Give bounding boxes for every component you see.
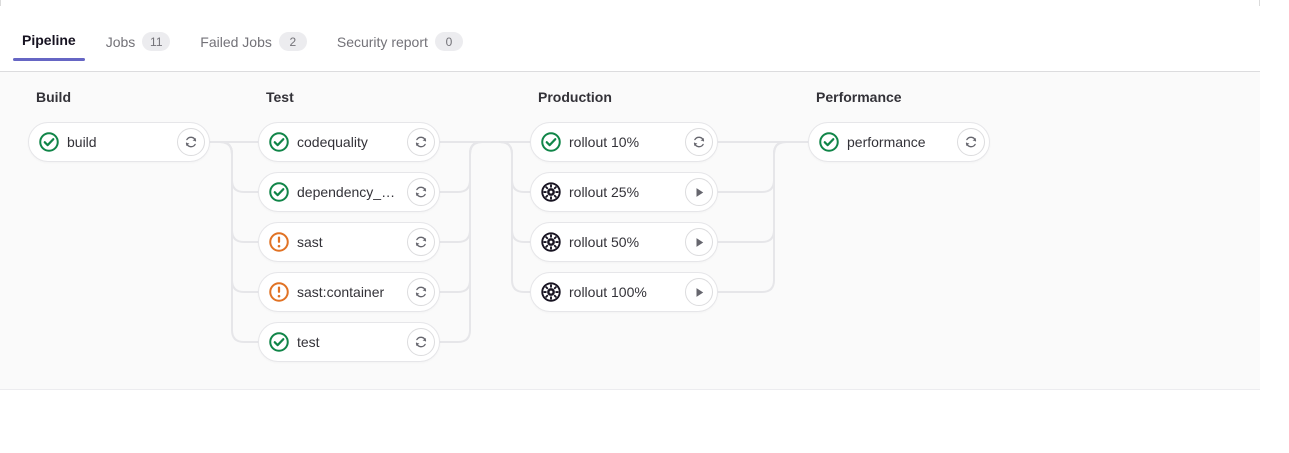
status-manual-icon	[541, 232, 561, 252]
retry-job-button[interactable]	[177, 128, 205, 156]
job-name: build	[67, 134, 97, 150]
tab-badge: 11	[142, 32, 171, 51]
pipeline-job[interactable]: rollout 100%	[530, 272, 718, 312]
play-job-button[interactable]	[685, 278, 713, 306]
pipeline-stage: Test codequality dependency_s…sast sast:con…	[258, 72, 440, 389]
job-name: rollout 25%	[569, 184, 640, 200]
stage-title: Performance	[816, 89, 902, 105]
job-name: sast	[297, 234, 323, 250]
retry-icon	[414, 335, 428, 349]
tab-label: Pipeline	[22, 32, 76, 48]
job-name: sast:container	[297, 284, 385, 300]
retry-icon	[414, 235, 428, 249]
retry-icon	[184, 135, 198, 149]
play-icon	[693, 236, 706, 249]
job-name: rollout 10%	[569, 134, 640, 150]
stage-title: Production	[538, 89, 612, 105]
status-success-icon	[269, 132, 289, 152]
pipeline-connector-lines	[209, 141, 809, 343]
pipeline-graph-panel: Build build Test codequality dependency_s…sa…	[0, 72, 1260, 390]
job-name: test	[297, 334, 320, 350]
status-success-icon	[819, 132, 839, 152]
retry-job-button[interactable]	[407, 178, 435, 206]
retry-icon	[692, 135, 706, 149]
status-success-icon	[269, 332, 289, 352]
status-success-icon	[39, 132, 59, 152]
status-success-icon	[541, 132, 561, 152]
stage-title: Build	[36, 89, 71, 105]
retry-job-button[interactable]	[407, 278, 435, 306]
pipeline-job[interactable]: sast	[258, 222, 440, 262]
pipeline-stage: Build build	[28, 72, 210, 389]
pipeline-job[interactable]: rollout 25%	[530, 172, 718, 212]
tab-failed-jobs[interactable]: Failed Jobs 2	[190, 22, 317, 64]
pipeline-card-top-edge	[0, 0, 1260, 6]
job-name: performance	[847, 134, 926, 150]
tab-security-report[interactable]: Security report 0	[327, 22, 473, 64]
play-icon	[693, 186, 706, 199]
pipeline-job[interactable]: build	[28, 122, 210, 162]
status-warning-icon	[269, 282, 289, 302]
retry-job-button[interactable]	[957, 128, 985, 156]
tab-badge: 2	[278, 32, 307, 51]
job-name: rollout 50%	[569, 234, 640, 250]
play-job-button[interactable]	[685, 228, 713, 256]
tab-jobs[interactable]: Jobs 11	[96, 22, 181, 64]
status-success-icon	[269, 182, 289, 202]
pipeline-stage: Performance performance	[808, 72, 990, 389]
status-manual-icon	[541, 282, 561, 302]
retry-job-button[interactable]	[407, 328, 435, 356]
pipeline-tabs: Pipeline Jobs 11 Failed Jobs 2 Security repor…	[0, 22, 1260, 72]
pipeline-job[interactable]: rollout 50%	[530, 222, 718, 262]
retry-icon	[414, 135, 428, 149]
pipeline-stage: Production rollout 10% rollout 25% rollout …	[530, 72, 718, 389]
pipeline-stages: Build build Test codequality dependency_s…sa…	[0, 72, 1260, 389]
tab-pipeline[interactable]: Pipeline	[12, 22, 86, 61]
retry-icon	[964, 135, 978, 149]
play-job-button[interactable]	[685, 178, 713, 206]
retry-job-button[interactable]	[407, 228, 435, 256]
retry-job-button[interactable]	[407, 128, 435, 156]
tab-label: Failed Jobs	[200, 33, 272, 50]
retry-icon	[414, 185, 428, 199]
retry-icon	[414, 285, 428, 299]
status-manual-icon	[541, 182, 561, 202]
pipeline-job[interactable]: performance	[808, 122, 990, 162]
status-warning-icon	[269, 232, 289, 252]
pipeline-job[interactable]: codequality	[258, 122, 440, 162]
pipeline-job[interactable]: dependency_s…	[258, 172, 440, 212]
pipeline-job[interactable]: test	[258, 322, 440, 362]
job-name: codequality	[297, 134, 368, 150]
stage-title: Test	[266, 89, 294, 105]
job-name: rollout 100%	[569, 284, 647, 300]
pipeline-job[interactable]: sast:container	[258, 272, 440, 312]
tab-label: Security report	[336, 33, 428, 50]
retry-job-button[interactable]	[685, 128, 713, 156]
tab-badge: 0	[434, 32, 463, 51]
job-name: dependency_s…	[297, 184, 401, 200]
tab-label: Jobs	[105, 33, 136, 50]
play-icon	[693, 286, 706, 299]
pipeline-job[interactable]: rollout 10%	[530, 122, 718, 162]
